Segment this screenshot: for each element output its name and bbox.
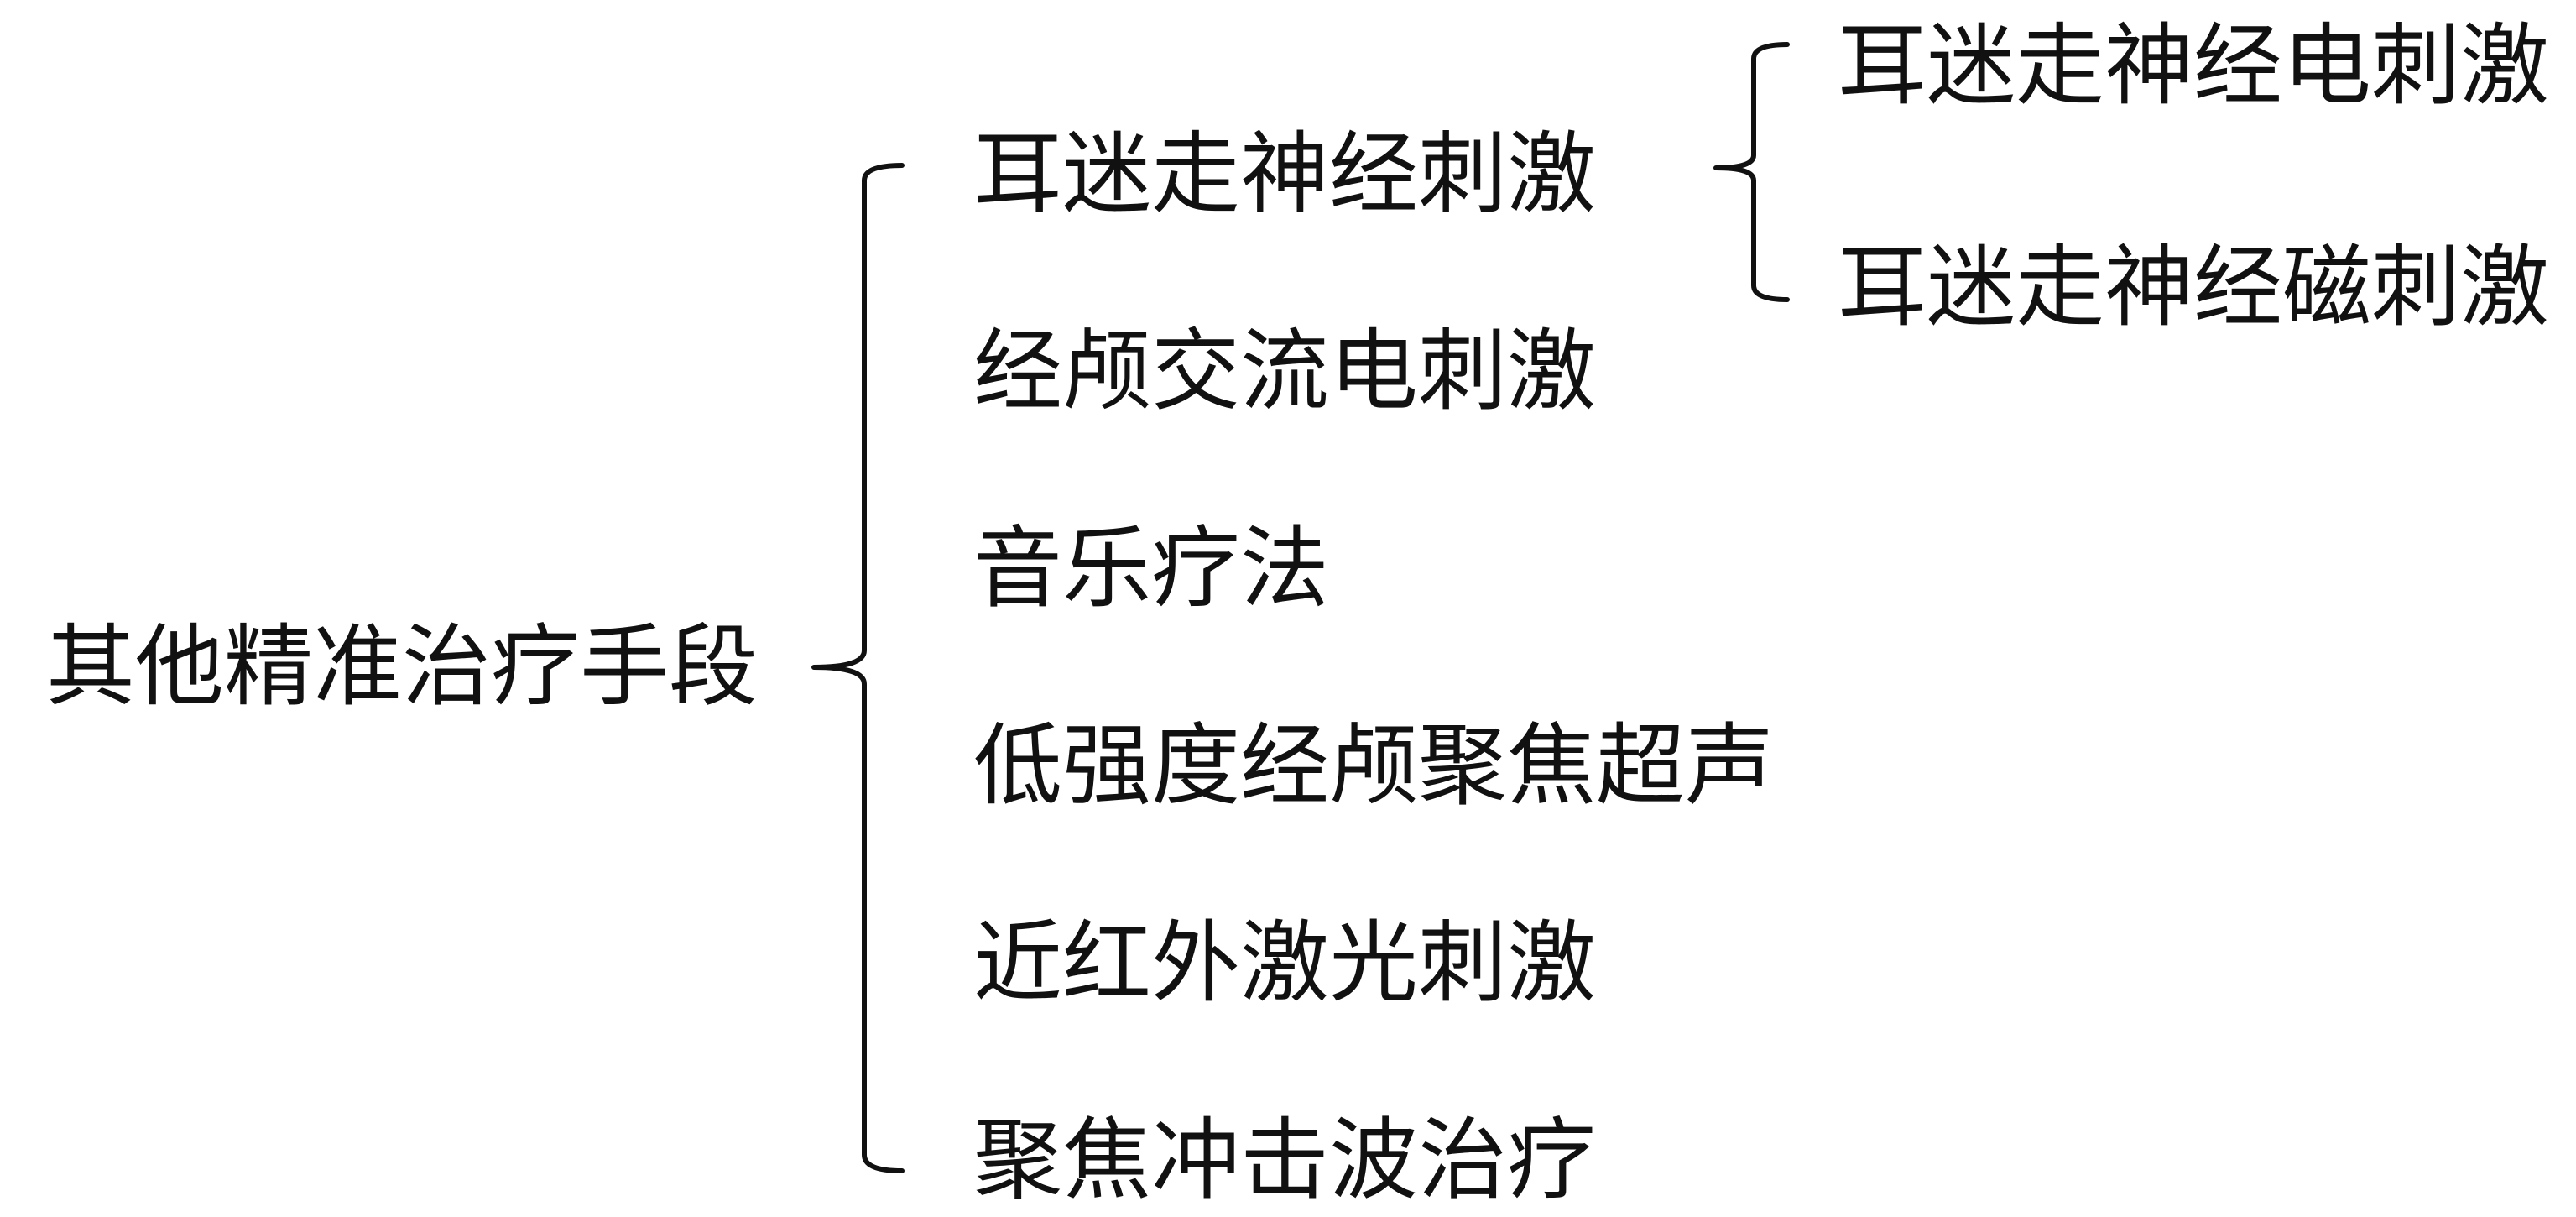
sub-branch-label-electric: 耳迷走神经电刺激 <box>1838 14 2549 118</box>
branch-label-near-infrared-laser: 近红外激光刺激 <box>973 911 1596 1015</box>
branch-label-tacs: 经颅交流电刺激 <box>973 320 1596 423</box>
main-curly-bracket <box>811 163 905 1173</box>
branch-label-music-therapy: 音乐疗法 <box>973 517 1329 620</box>
sub-curly-bracket <box>1713 42 1790 302</box>
branch-label-focused-ultrasound: 低强度经颅聚焦超声 <box>973 714 1774 817</box>
branch-label-ear-vagus-stimulation: 耳迷走神经刺激 <box>973 123 1596 226</box>
branch-label-focused-shockwave: 聚焦冲击波治疗 <box>973 1109 1596 1212</box>
sub-branch-label-magnetic: 耳迷走神经磁刺激 <box>1838 236 2549 339</box>
root-node-label: 其他精准治疗手段 <box>46 615 758 718</box>
